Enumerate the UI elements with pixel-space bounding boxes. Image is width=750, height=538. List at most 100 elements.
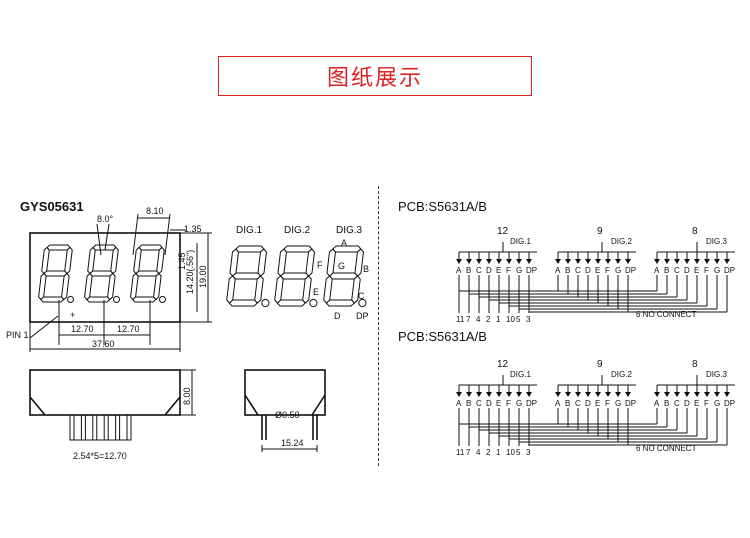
segment-label: A: [654, 266, 660, 275]
segment-dp: [261, 298, 270, 308]
dim-slant-line2: [104, 223, 110, 251]
seg-g-label: G: [338, 261, 345, 271]
segment-dp: [113, 296, 120, 303]
segment-label: B: [565, 266, 570, 275]
dim-pitch-2: 12.70: [117, 324, 140, 334]
schematic-2-dig3: DIG.3: [706, 370, 727, 379]
diode-icon: [714, 392, 720, 397]
seg-dp-label: DP: [356, 311, 369, 321]
segment-label: A: [456, 266, 462, 275]
schematic-1-dig1: DIG.1: [510, 237, 531, 246]
diode-icon: [724, 259, 730, 264]
dim-pin-pitch: 2.54*5=12.70: [73, 451, 127, 461]
diode-icon: [664, 392, 670, 397]
segment-label: D: [585, 266, 591, 275]
diode-icon: [506, 392, 512, 397]
segment-label: G: [615, 399, 621, 408]
diode-icon: [555, 259, 561, 264]
schematic-1-note: 6 NO CONNECT: [636, 310, 697, 319]
part-number: GYS05631: [20, 199, 84, 214]
pin1-label: PIN 1: [6, 330, 29, 340]
segment-label: E: [496, 399, 501, 408]
pin-number: 11: [456, 315, 465, 324]
end-view-chamfer-l: [244, 394, 259, 416]
diode-icon: [595, 392, 601, 397]
dim-slant-line: [96, 223, 102, 256]
big-digit-2: [274, 245, 318, 308]
segment-label: A: [654, 399, 660, 408]
dim-top: 1.35: [184, 224, 202, 234]
segment-label: G: [516, 399, 522, 408]
big-digit-1: [226, 245, 270, 308]
segment-e: [38, 272, 47, 301]
segment-label: F: [605, 266, 610, 275]
segment-dp: [159, 296, 166, 303]
seg-c-label: C: [358, 291, 365, 301]
segment-e: [323, 275, 333, 304]
segment-label: DP: [625, 399, 636, 408]
segment-c: [254, 275, 264, 304]
diode-icon: [565, 259, 571, 264]
dig2-label: DIG.2: [284, 225, 311, 236]
diode-icon: [486, 259, 492, 264]
dim-digit-width-ext2: [164, 213, 171, 256]
segment-label: B: [664, 266, 669, 275]
diode-icon: [575, 392, 581, 397]
dim-row-span: 15.24: [281, 438, 304, 448]
segment-label: B: [466, 266, 471, 275]
diode-icon: [694, 259, 700, 264]
diode-icon: [654, 392, 660, 397]
seg-d-label: D: [334, 311, 341, 321]
diode-icon: [486, 392, 492, 397]
segment-label: C: [476, 266, 482, 275]
diode-icon: [694, 392, 700, 397]
diode-icon: [714, 259, 720, 264]
segment-label: DP: [724, 266, 735, 275]
schematic-1-common-pin-3: 8: [692, 226, 698, 237]
diode-icon: [585, 259, 591, 264]
segment-label: G: [714, 266, 720, 275]
segment-dp: [67, 296, 74, 303]
pin1-plus: +: [70, 310, 75, 320]
diode-icon: [625, 259, 631, 264]
segment-label: G: [615, 266, 621, 275]
diode-icon: [724, 392, 730, 397]
seg-e-label: E: [313, 287, 319, 297]
diode-icon: [704, 259, 710, 264]
diode-icon: [476, 392, 482, 397]
pin-number: 1: [496, 448, 501, 457]
diode-icon: [555, 392, 561, 397]
pin-number: 2: [486, 315, 491, 324]
dim-pitch-1: 12.70: [71, 324, 94, 334]
pin-number: 7: [466, 448, 471, 457]
segment-label: E: [496, 266, 501, 275]
dim-side-height: 8.00: [182, 387, 192, 405]
schematic-1-title: PCB:S5631A/B: [398, 199, 487, 214]
diode-icon: [466, 259, 472, 264]
diode-icon: [506, 259, 512, 264]
dim-body-width: 37.60: [92, 339, 115, 349]
diode-icon: [466, 392, 472, 397]
diode-icon: [575, 259, 581, 264]
pin-number: 11: [456, 448, 465, 457]
segment-label: D: [684, 399, 690, 408]
segment-label: DP: [625, 266, 636, 275]
dim-digit-width-ext1: [132, 213, 139, 256]
segment-label: F: [506, 399, 511, 408]
segment-label: C: [575, 266, 581, 275]
segment-label: B: [664, 399, 669, 408]
segment-label: A: [555, 399, 561, 408]
header-banner: 图纸展示: [218, 56, 532, 96]
banner-title: 图纸展示: [326, 65, 423, 90]
pin-number: 3: [526, 448, 531, 457]
pin-number: 3: [526, 315, 531, 324]
diode-icon: [456, 259, 462, 264]
diode-icon: [585, 392, 591, 397]
schematic-1-common-pin-1: 12: [497, 226, 509, 237]
dim-digit-width: 8.10: [146, 206, 164, 216]
schematic-2-common-pin-2: 9: [597, 359, 603, 370]
pin-number: 7: [466, 315, 471, 324]
